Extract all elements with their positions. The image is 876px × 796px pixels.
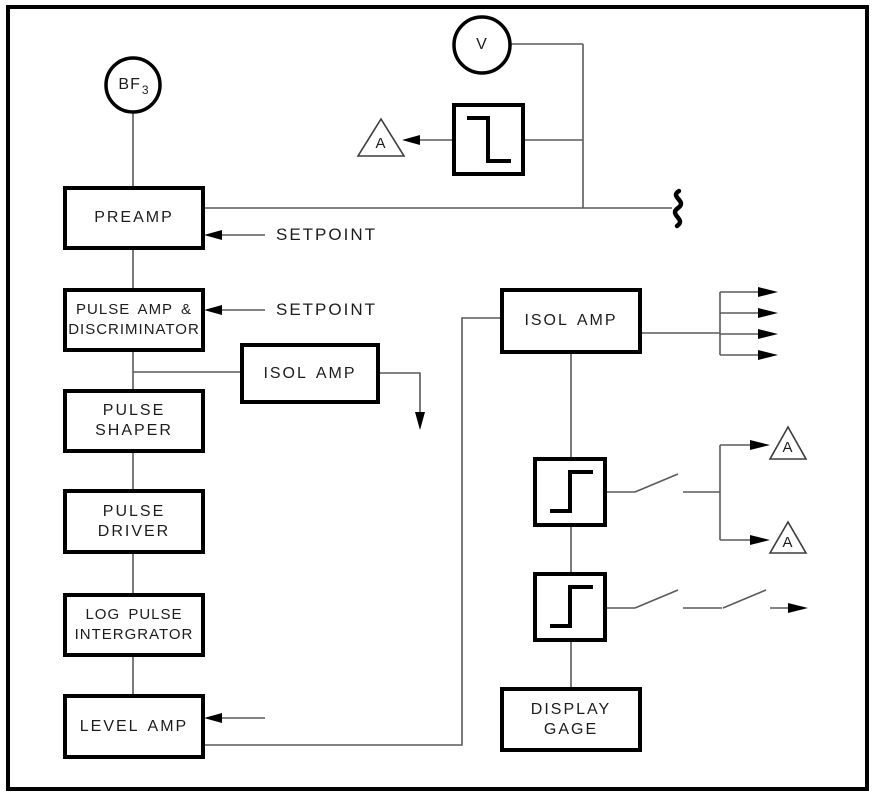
display-gage-line1: DISPLAY [530, 700, 612, 718]
log-pulse-integrator-label: LOG PULSE INTERGRATOR [65, 595, 203, 655]
isol-amp-right-label: ISOL AMP [524, 312, 618, 329]
annunciator-lower-label: A [782, 533, 794, 551]
arrowhead-setpoint-discriminator [204, 305, 222, 315]
switch-contact-2 [634, 589, 679, 609]
pulse-driver-label: PULSE DRIVER [65, 491, 203, 552]
arrowhead-annunciator-lower [750, 535, 770, 545]
display-gage-box [500, 687, 642, 752]
preamp-label: PREAMP [94, 209, 174, 226]
pulse-driver-box [63, 489, 205, 554]
log-pulse-line2: INTERGRATOR [74, 626, 194, 643]
pulse-driver-line1: PULSE [102, 502, 166, 520]
setpoint-preamp-label: SETPOINT [276, 225, 378, 244]
voltmeter-label-text: V [476, 36, 488, 53]
rising-step-icon-2 [550, 585, 593, 628]
annunciator-upper-triangle [768, 425, 808, 460]
annunciator-top-label: A [375, 134, 387, 152]
pulse-driver-line2: DRIVER [97, 522, 171, 540]
wire-levelamp-to-isolamp-right [203, 317, 502, 746]
level-amp-box [63, 694, 205, 759]
switch-contact-3 [722, 589, 767, 609]
detector-label-text: BF [118, 76, 141, 93]
display-gage-label: DISPLAY GAGE [502, 689, 640, 750]
arrowhead-bus-3 [758, 329, 778, 339]
detector-label-subscript: 3 [141, 83, 149, 97]
pulse-amp-line2: DISCRIMINATOR [68, 321, 200, 338]
wire-isolamp-left-output [378, 372, 421, 414]
log-pulse-line1: LOG PULSE [85, 606, 183, 623]
annunciator-upper-label: A [782, 438, 794, 456]
falling-step-icon [467, 116, 511, 163]
arrowhead-isolamp-left-output [415, 412, 425, 430]
isol-amp-right-box [500, 288, 642, 354]
isol-amp-left-label: ISOL AMP [263, 364, 357, 382]
arrowhead-bus-2 [758, 308, 778, 318]
log-pulse-integrator-box [63, 593, 205, 657]
drawing-border [6, 5, 869, 791]
pulse-amp-discriminator-label: PULSE AMP & DISCRIMINATOR [65, 290, 203, 350]
annunciator-lower-triangle [768, 520, 808, 554]
voltmeter-circle [452, 15, 512, 75]
arrowhead-levelamp-input [204, 713, 222, 723]
voltmeter-label: V [454, 17, 510, 73]
arrowhead-hv-annunciator [402, 135, 420, 145]
rising-step-icon-1 [550, 470, 593, 513]
display-gage-line2: GAGE [543, 720, 599, 738]
isol-amp-left-box [240, 343, 380, 404]
setpoint-discriminator-label: SETPOINT [276, 300, 378, 319]
pulse-shaper-box [63, 389, 205, 453]
pulse-shaper-line2: SHAPER [95, 422, 173, 439]
pulse-amp-line1: PULSE AMP & [76, 301, 192, 318]
switch-contact-1 [634, 473, 679, 493]
level-amp-label: LEVEL AMP [79, 717, 189, 735]
arrowhead-bus-4 [758, 350, 778, 360]
line-break-squiggle [672, 188, 684, 229]
arrowhead-final-output [788, 603, 808, 613]
arrowhead-annunciator-upper [750, 440, 770, 450]
arrowhead-bus-1 [758, 287, 778, 297]
detector-circle [104, 56, 162, 114]
annunciator-top-triangle [356, 117, 406, 157]
arrowhead-setpoint-preamp [204, 230, 222, 240]
pulse-amp-discriminator-box [63, 288, 205, 352]
pulse-shaper-line1: PULSE [102, 402, 166, 419]
pulse-shaper-label: PULSE SHAPER [65, 391, 203, 451]
preamp-box [63, 186, 205, 250]
